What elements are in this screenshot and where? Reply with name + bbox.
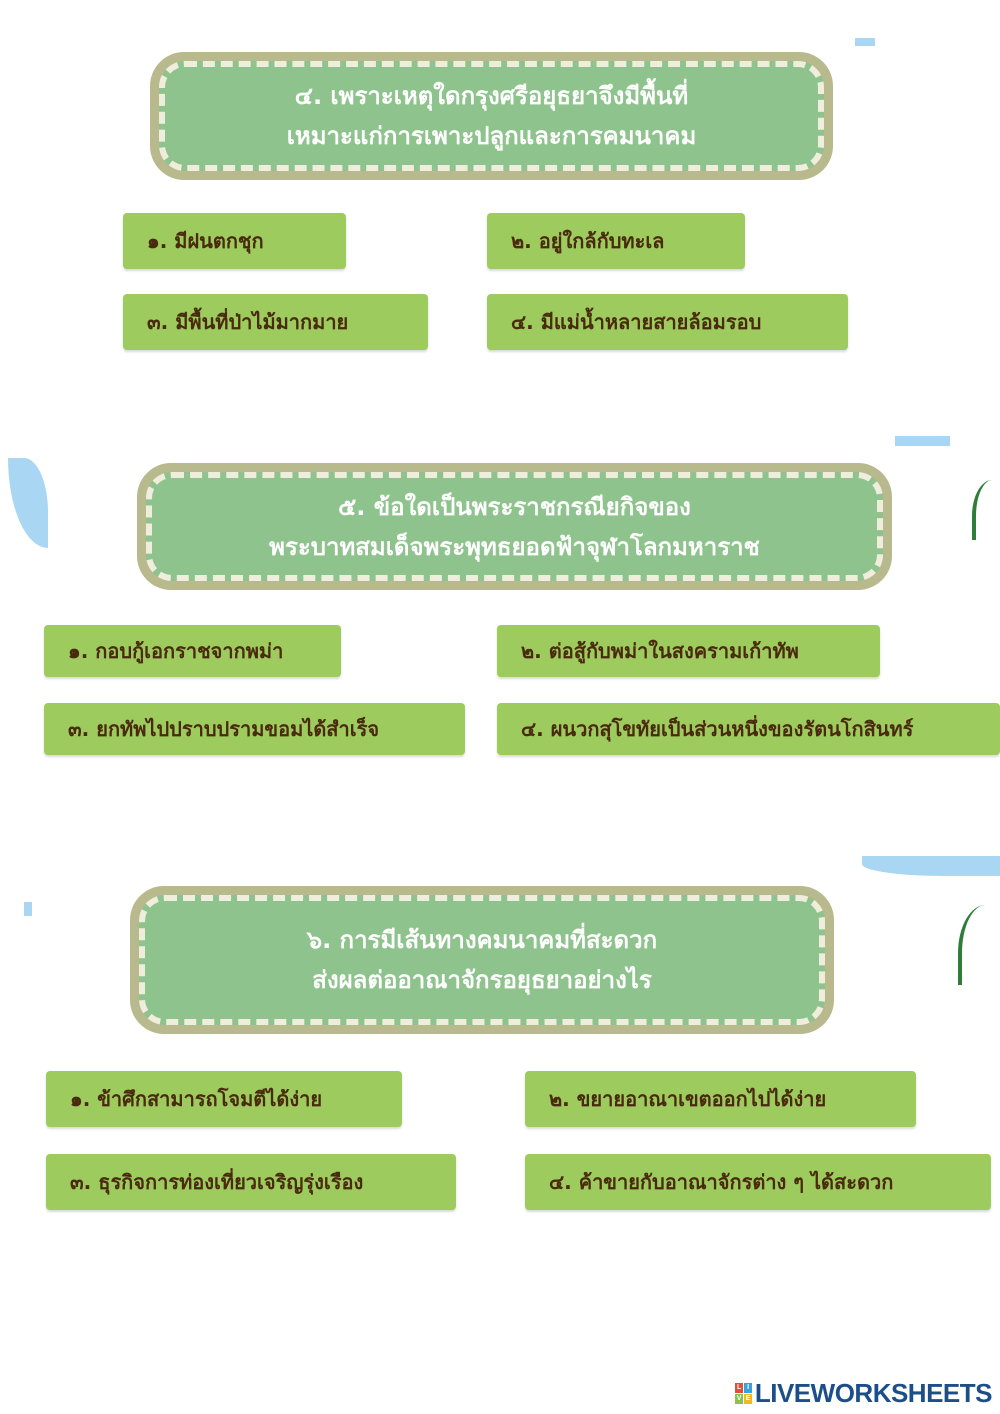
logo-letter: L <box>734 1383 743 1393</box>
answer-option[interactable]: ๔. ค้าขายกับอาณาจักรต่าง ๆ ได้สะดวก <box>525 1154 991 1210</box>
question-text: เหมาะแก่การเพาะปลูกและการคมนาคม <box>286 122 697 150</box>
question-text: ๖. การมีเส้นทางคมนาคมที่สะดวก <box>306 926 658 954</box>
answer-option[interactable]: ๑. มีฝนตกชุก <box>123 213 346 269</box>
cloud-decoration <box>895 436 950 446</box>
logo-letter: V <box>734 1394 743 1404</box>
logo-mark-icon: L I V E <box>734 1383 752 1404</box>
answer-option[interactable]: ๒. ต่อสู้กับพม่าในสงครามเก้าทัพ <box>497 625 880 677</box>
answer-option[interactable]: ๒. อยู่ใกล้กับทะเล <box>487 213 745 269</box>
question-text: พระบาทสมเด็จพระพุทธยอดฟ้าจุฬาโลกมหาราช <box>269 532 760 561</box>
question-4-box: ๔. เพราะเหตุใดกรุงศรีอยุธยาจึงมีพื้นที่ … <box>150 52 833 180</box>
logo-letter: E <box>743 1394 752 1404</box>
leaf-decoration <box>958 905 1000 985</box>
answer-option[interactable]: ๑. กอบกู้เอกราชจากพม่า <box>44 625 341 677</box>
question-text: ส่งผลต่ออาณาจักรอยุธยาอย่างไร <box>312 966 652 994</box>
leaf-decoration <box>972 480 1000 540</box>
question-5-box: ๕. ข้อใดเป็นพระราชกรณียกิจของ พระบาทสมเด… <box>137 463 892 590</box>
logo-text: LIVEWORKSHEETS <box>754 1378 993 1408</box>
liveworksheets-logo: L I V E LIVEWORKSHEETS <box>734 1378 993 1409</box>
question-text: ๕. ข้อใดเป็นพระราชกรณียกิจของ <box>338 492 691 521</box>
logo-letter: I <box>743 1383 752 1393</box>
cloud-decoration <box>862 856 1000 876</box>
cloud-decoration <box>8 458 48 548</box>
cloud-decoration <box>855 38 875 46</box>
question-text: ๔. เพราะเหตุใดกรุงศรีอยุธยาจึงมีพื้นที่ <box>294 82 689 110</box>
answer-option[interactable]: ๔. มีแม่น้ำหลายสายล้อมรอบ <box>487 294 848 350</box>
answer-option[interactable]: ๓. ยกทัพไปปราบปรามขอมได้สำเร็จ <box>44 703 465 755</box>
answer-option[interactable]: ๓. ธุรกิจการท่องเที่ยวเจริญรุ่งเรือง <box>46 1154 456 1210</box>
cloud-decoration <box>24 902 32 916</box>
answer-option[interactable]: ๓. มีพื้นที่ป่าไม้มากมาย <box>123 294 428 350</box>
answer-option[interactable]: ๑. ข้าศึกสามารถโจมตีได้ง่าย <box>46 1071 402 1127</box>
answer-option[interactable]: ๒. ขยายอาณาเขตออกไปได้ง่าย <box>525 1071 916 1127</box>
question-6-box: ๖. การมีเส้นทางคมนาคมที่สะดวก ส่งผลต่ออา… <box>130 886 834 1034</box>
answer-option[interactable]: ๔. ผนวกสุโขทัยเป็นส่วนหนึ่งของรัตนโกสินท… <box>497 703 1000 755</box>
